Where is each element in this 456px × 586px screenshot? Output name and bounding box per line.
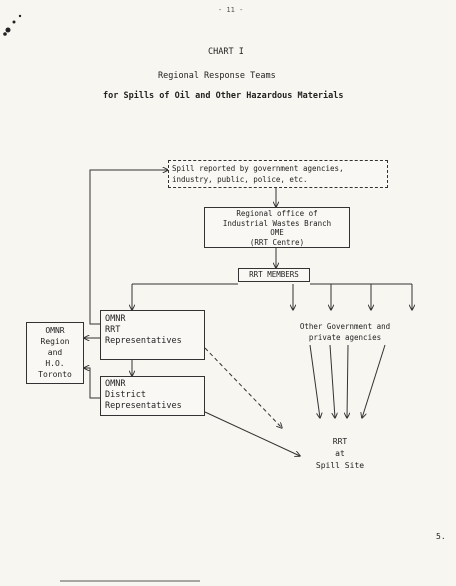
other-agencies-line1: Other Government and	[299, 322, 391, 331]
arrow-agency-2	[329, 344, 335, 418]
spill-site-line1: RRT	[332, 437, 348, 446]
page-mark: - 11 -	[218, 6, 244, 14]
regional-office-line1: Regional office of	[236, 209, 318, 218]
omnr-rrt-line3: Representatives	[105, 336, 182, 346]
omnr-region-box: OMNR Region and H.O. Toronto	[26, 322, 84, 384]
omnr-region-line1: OMNR	[45, 326, 65, 335]
omnr-region-line2: Region	[40, 337, 70, 346]
omnr-district-line2: District	[105, 390, 146, 400]
omnr-rrt-line1: OMNR	[105, 314, 126, 324]
spill-site-line3: Spill Site	[315, 461, 365, 470]
arrow-rrt-to-site	[204, 347, 282, 428]
omnr-region-line3: and	[47, 348, 63, 357]
arrow-loop-to-spill	[89, 170, 168, 325]
omnr-district-line1: OMNR	[105, 379, 126, 389]
arrow-agency-4	[362, 344, 386, 418]
other-agencies-label: Other Government and private agencies	[280, 321, 410, 343]
regional-office-line4: (RRT Centre)	[249, 237, 305, 247]
omnr-district-box: OMNR District Representatives	[100, 376, 205, 416]
arrow-agency-3	[347, 344, 348, 418]
spill-report-box: Spill reported by government agencies, i…	[168, 160, 388, 188]
regional-office-box: Regional office of Industrial Wastes Bra…	[204, 207, 350, 248]
arrow-district-to-region	[84, 368, 100, 399]
rrt-members-label: RRT MEMBERS	[249, 270, 299, 279]
spill-report-line1: Spill reported by government agencies,	[172, 164, 344, 173]
spill-report-line2: industry, public, police, etc.	[172, 175, 308, 184]
omnr-district-line3: Representatives	[105, 401, 182, 411]
title-line2: for Spills of Oil and Other Hazardous Ma…	[103, 91, 344, 101]
title-line1: Regional Response Teams	[158, 71, 276, 81]
omnr-rrt-line2: RRT	[105, 325, 121, 335]
spill-site-line2: at	[335, 449, 345, 458]
chart-label: CHART I	[208, 47, 244, 57]
arrow-agency-1	[309, 344, 320, 418]
regional-office-line3: OME	[270, 228, 284, 237]
omnr-region-line4: H.O.	[45, 359, 65, 368]
omnr-region-line5: Toronto	[38, 370, 72, 379]
rrt-members-box: RRT MEMBERS	[238, 268, 310, 282]
regional-office-line2: Industrial Wastes Branch	[222, 218, 332, 228]
page-number: 5.	[436, 532, 446, 541]
spill-site-label: RRT at Spill Site	[300, 436, 380, 472]
omnr-rrt-box: OMNR RRT Representatives	[100, 310, 205, 360]
scan-speckle	[3, 14, 22, 36]
arrow-district-to-site	[204, 411, 300, 456]
other-agencies-line2: private agencies	[308, 333, 382, 342]
